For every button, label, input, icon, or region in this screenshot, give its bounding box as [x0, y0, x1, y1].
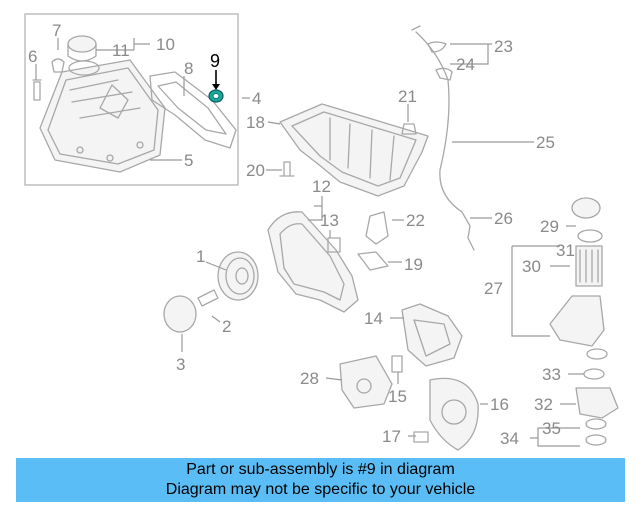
- oil-cap-drawing: [67, 35, 100, 76]
- callout-28: 28: [300, 369, 319, 388]
- callout-5: 5: [184, 151, 193, 170]
- oil-pump-bracket-drawing: [401, 303, 463, 367]
- leader-lines: [35, 38, 584, 447]
- callout-2: 2: [222, 317, 231, 336]
- pulley-drawing: [217, 251, 259, 301]
- callout-19: 19: [404, 255, 423, 274]
- callout-6: 6: [28, 47, 37, 66]
- callout-32: 32: [534, 395, 553, 414]
- caption-line-2: Diagram may not be specific to your vehi…: [165, 481, 476, 498]
- bolt-17-drawing: [413, 431, 429, 443]
- bolt-2-drawing: [197, 289, 219, 307]
- callout-3: 3: [176, 355, 185, 374]
- callout-12: 12: [312, 177, 331, 196]
- part-20-drawing: [279, 161, 295, 177]
- callout-16: 16: [490, 395, 509, 414]
- callout-34: 34: [500, 429, 519, 448]
- part-7-drawing: [51, 58, 65, 73]
- callout-31: 31: [556, 241, 575, 260]
- part-19-drawing: [357, 251, 389, 271]
- bolt-15-drawing: [391, 355, 403, 373]
- callout-13: 13: [320, 211, 339, 230]
- callout-25: 25: [536, 133, 555, 152]
- oil-filter-drawing: [549, 197, 619, 446]
- cover-16-drawing: [429, 377, 479, 451]
- callout-27: 27: [484, 279, 503, 298]
- timing-cover-drawing: [267, 211, 359, 313]
- callout-4: 4: [252, 89, 261, 108]
- part-22-drawing: [365, 211, 389, 245]
- cap-3-drawing: [163, 295, 197, 333]
- part-6-drawing: [32, 79, 42, 101]
- part-21-drawing: [401, 123, 417, 135]
- callout-20: 20: [246, 161, 265, 180]
- callout-21: 21: [398, 87, 417, 106]
- callout-33: 33: [542, 365, 561, 384]
- callout-23: 23: [494, 37, 513, 56]
- callout-8: 8: [184, 59, 193, 78]
- callout-9: 9: [210, 51, 220, 71]
- inset-box: [24, 13, 239, 186]
- caption-banner: Part or sub-assembly is #9 in diagram Di…: [16, 458, 625, 502]
- callout-10: 10: [156, 35, 175, 54]
- callout-14: 14: [364, 309, 383, 328]
- part-13-drawing: [327, 237, 341, 253]
- callout-26: 26: [494, 209, 513, 228]
- callout-22: 22: [406, 211, 425, 230]
- callout-7: 7: [52, 21, 61, 40]
- bracket-28-drawing: [339, 355, 393, 409]
- callout-30: 30: [522, 257, 541, 276]
- valve-cover-drawing: [39, 59, 166, 173]
- callout-29: 29: [540, 217, 559, 236]
- callout-11: 11: [112, 41, 130, 60]
- callout-18: 18: [246, 113, 265, 132]
- part-9-highlighted: [208, 89, 224, 103]
- callout-labels: 7 10 11 6 8 9 4 5 18 20 21 23 24 25 26 1…: [28, 21, 575, 448]
- oil-pan-drawing: [279, 103, 429, 197]
- caption-line-1: Part or sub-assembly is #9 in diagram: [186, 461, 455, 478]
- callout-15: 15: [388, 387, 407, 406]
- gasket-8-drawing: [149, 71, 237, 149]
- dipstick-tube-drawing: [415, 31, 463, 213]
- callout-35: 35: [542, 419, 561, 438]
- callout-1: 1: [196, 247, 205, 266]
- callout-24: 24: [456, 55, 475, 74]
- callout-17: 17: [382, 427, 401, 446]
